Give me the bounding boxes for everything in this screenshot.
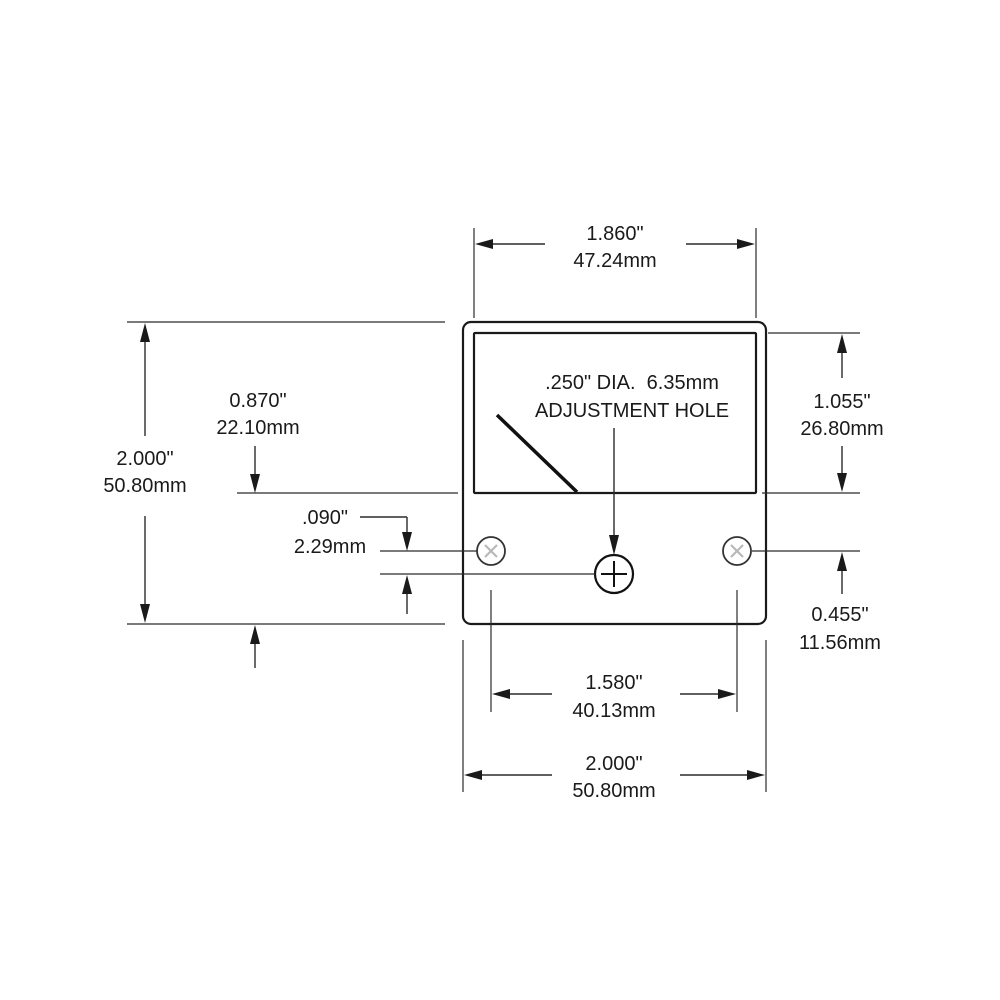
- left-height-inches: 2.000": [116, 448, 173, 470]
- hole-offset-inches: .090": [302, 507, 348, 529]
- screw-spacing-mm: 40.13mm: [572, 700, 655, 722]
- adjustment-hole-callout: .250" DIA. 6.35mm ADJUSTMENT HOLE: [535, 372, 729, 555]
- top-width-inches: 1.860": [586, 223, 643, 245]
- screw-spacing-dimension: 1.580" 40.13mm: [490, 590, 738, 722]
- screw-height-mm: 11.56mm: [799, 632, 881, 654]
- screw-height-inches: 0.455": [811, 604, 868, 626]
- left-screw: [476, 536, 506, 566]
- meter-needle: [495, 413, 579, 494]
- adjustment-hole-label: ADJUSTMENT HOLE: [535, 400, 729, 422]
- meter-window: [472, 331, 758, 495]
- adjustment-hole: [593, 553, 635, 595]
- right-screw: [722, 536, 752, 566]
- hole-offset-mm: 2.29mm: [294, 536, 366, 558]
- left-height-mm: 50.80mm: [103, 475, 186, 497]
- bottom-width-mm: 50.80mm: [572, 780, 655, 802]
- window-offset-mm: 22.10mm: [216, 417, 299, 439]
- window-height-mm: 26.80mm: [800, 418, 883, 440]
- top-width-mm: 47.24mm: [573, 250, 656, 272]
- screw-spacing-inches: 1.580": [585, 672, 642, 694]
- window-height-dimension: 1.055" 26.80mm: [762, 332, 884, 494]
- bottom-width-dimension: 2.000" 50.80mm: [462, 640, 767, 802]
- bottom-width-inches: 2.000": [585, 753, 642, 775]
- window-offset-dimension: 0.870" 22.10mm: [216, 390, 458, 668]
- window-offset-inches: 0.870": [229, 390, 286, 412]
- hole-offset-dimension: .090" 2.29mm: [294, 507, 595, 614]
- left-height-dimension: 2.000" 50.80mm: [103, 321, 445, 625]
- adjustment-hole-diameter: .250" DIA. 6.35mm: [545, 372, 719, 394]
- screw-height-dimension: 0.455" 11.56mm: [752, 550, 881, 654]
- window-height-inches: 1.055": [813, 391, 870, 413]
- top-width-dimension: 1.860" 47.24mm: [473, 223, 757, 318]
